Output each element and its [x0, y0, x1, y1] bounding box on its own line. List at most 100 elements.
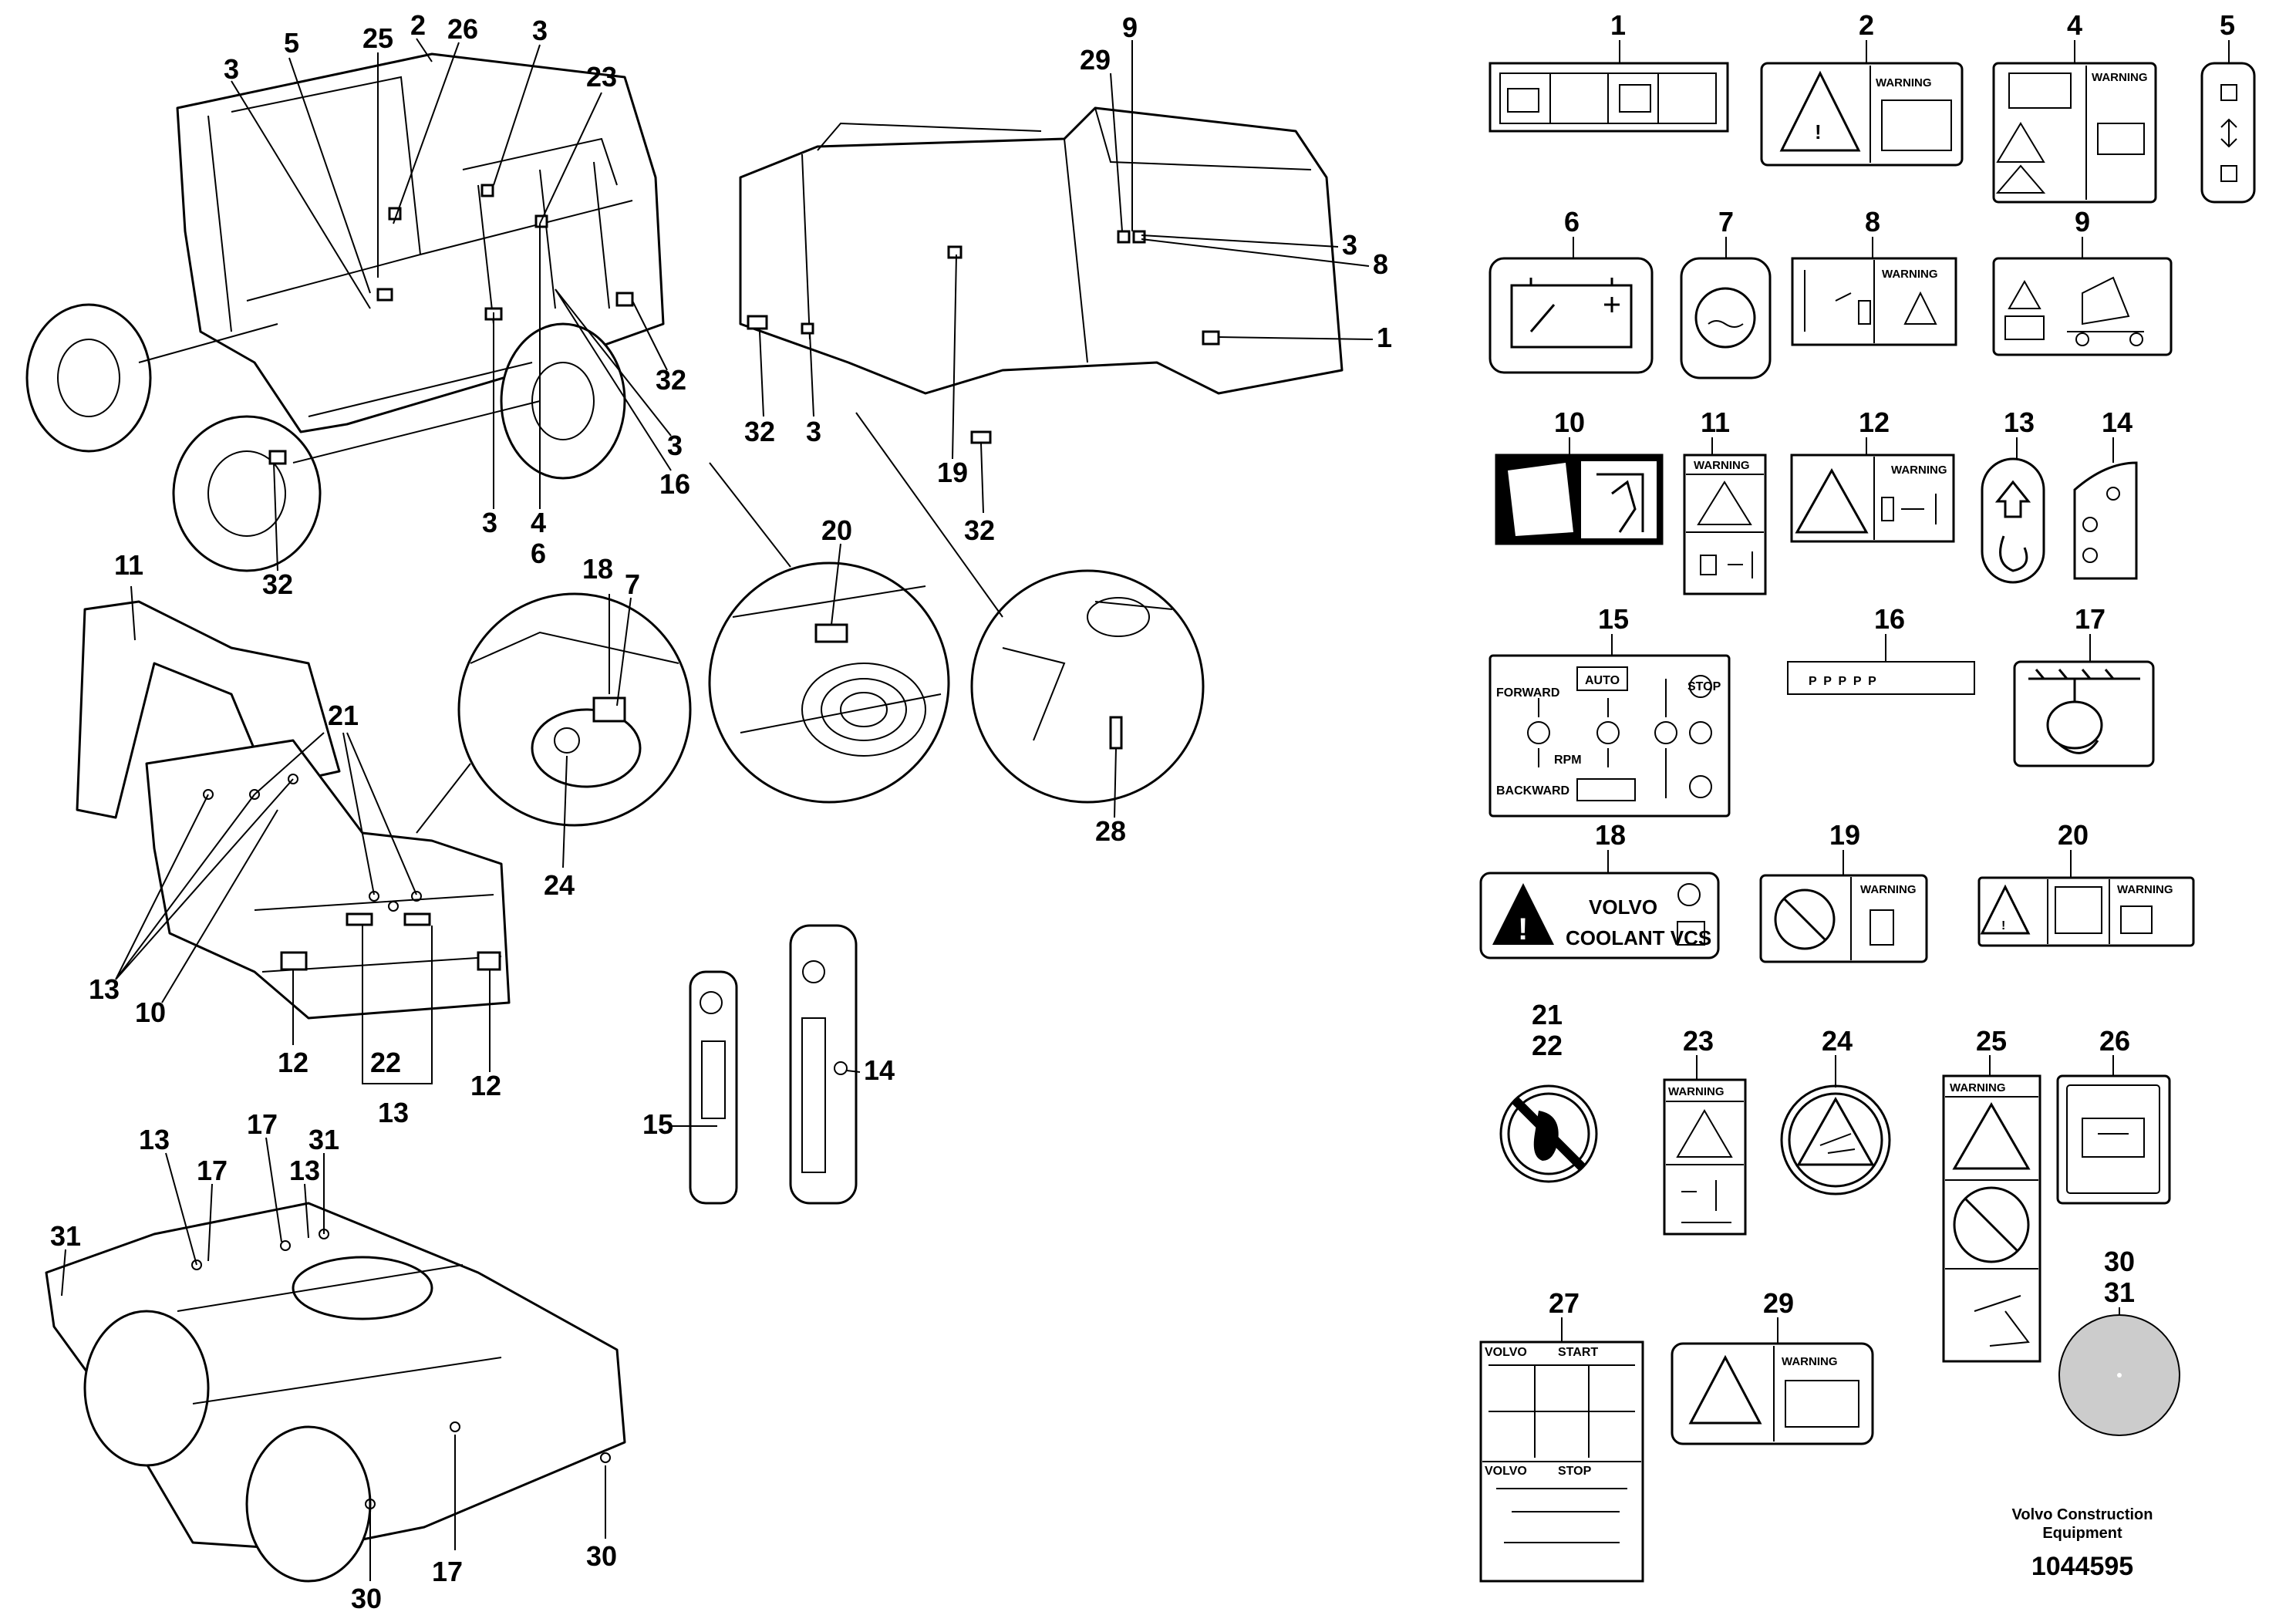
decal-15-backward: BACKWARD	[1496, 784, 1569, 798]
callout-17-a: 17	[197, 1155, 228, 1186]
callout-32-c: 32	[744, 416, 775, 447]
decal-18-line1: VOLVO	[1589, 895, 1657, 919]
decal-4: 4 WARNING	[1992, 9, 2157, 204]
callout-15-joystick: 15	[642, 1108, 673, 1140]
callout-32-b: 32	[262, 568, 293, 600]
decal-23-warning: WARNING	[1668, 1085, 1725, 1098]
callout-31-b: 31	[50, 1220, 81, 1252]
callout-32-d: 32	[964, 514, 995, 546]
decal-16-text: P P P P P	[1809, 675, 1876, 688]
decal-24-number: 24	[1822, 1025, 1853, 1057]
callout-16: 16	[659, 468, 690, 500]
callout-3-e: 3	[1342, 229, 1357, 261]
callouts-engine-side: 29 9 3 8 1 32 3 19 32	[744, 12, 1392, 546]
decal-5: 5	[2200, 9, 2256, 204]
decal-15-rpm: RPM	[1554, 754, 1582, 767]
decal-27-stop: STOP	[1558, 1465, 1592, 1478]
decal-11-warning: WARNING	[1694, 459, 1750, 472]
callout-14-joystick: 14	[864, 1054, 895, 1086]
footer-block: Volvo Construction Equipment 1044595	[2012, 1506, 2153, 1581]
decal-22-number: 22	[1532, 1030, 1563, 1061]
detail-circle-fan: 20	[708, 462, 950, 804]
callout-13-c: 13	[139, 1124, 170, 1155]
callout-31-a: 31	[308, 1124, 339, 1155]
decal-12: 12 WARNING	[1790, 406, 1955, 543]
decal-23: 23 WARNING	[1663, 1025, 1747, 1236]
decal-11: 11 WARNING	[1683, 406, 1767, 595]
decal-25-number: 25	[1976, 1025, 2007, 1057]
callout-32-a: 32	[656, 364, 686, 396]
svg-text:!: !	[1518, 912, 1528, 946]
decal-8: 8 WARNING	[1791, 206, 1957, 346]
callout-23: 23	[586, 61, 617, 93]
decal-16-number: 16	[1874, 603, 1905, 635]
decal-11-number: 11	[1701, 406, 1730, 438]
callout-20-circle: 20	[821, 514, 852, 546]
decal-1-number: 1	[1610, 9, 1626, 41]
callout-25: 25	[362, 22, 393, 54]
decal-12-warning: WARNING	[1891, 464, 1947, 477]
svg-text:!: !	[2001, 919, 2005, 932]
callout-13-b: 13	[378, 1097, 409, 1128]
decal-27: 27 VOLVO START VOLVO STOP	[1479, 1287, 1644, 1583]
decal-9: 9	[1992, 206, 2173, 356]
callout-3-d: 3	[667, 430, 683, 461]
decal-17-number: 17	[2075, 603, 2106, 635]
callout-13-a: 13	[89, 973, 120, 1005]
decal-1: 1	[1489, 9, 1729, 133]
callout-22: 22	[370, 1047, 401, 1078]
callout-19: 19	[937, 457, 968, 488]
decal-18: 18 ! VOLVO COOLANT VCS	[1479, 819, 1720, 959]
decal-5-number: 5	[2220, 9, 2235, 41]
callout-1: 1	[1377, 322, 1392, 353]
callout-30-b: 30	[586, 1540, 617, 1572]
decal-15: 15 FORWARD AUTO RPM BACKWARD STOP	[1489, 603, 1731, 818]
callout-5: 5	[284, 27, 299, 59]
machine-view-cab-side	[25, 52, 665, 572]
decal-23-number: 23	[1683, 1025, 1714, 1057]
joystick-panels: 14 15	[642, 924, 895, 1205]
footer-company-line1: Volvo Construction	[2012, 1506, 2153, 1523]
decal-18-line2: COOLANT VCS	[1566, 926, 1711, 949]
decal-27-number: 27	[1549, 1287, 1580, 1319]
decal-4-warning: WARNING	[2092, 71, 2148, 84]
decal-15-number: 15	[1598, 603, 1629, 635]
callout-9: 9	[1122, 12, 1138, 43]
callout-17-b: 17	[247, 1108, 278, 1140]
decal-19-warning: WARNING	[1860, 883, 1917, 896]
callout-3-a: 3	[224, 53, 239, 85]
decal-16: 16 P P P P P	[1787, 603, 1975, 695]
drawing-number: 1044595	[2031, 1552, 2133, 1581]
callout-11-machine: 11	[114, 549, 143, 581]
callout-29: 29	[1080, 44, 1111, 76]
decal-27-start: START	[1558, 1346, 1598, 1359]
callout-3-f: 3	[806, 416, 821, 447]
decal-30-number: 30	[2104, 1246, 2135, 1277]
decal-20-warning: WARNING	[2117, 883, 2173, 896]
callout-21: 21	[328, 700, 359, 731]
callout-17-c: 17	[432, 1556, 463, 1587]
decal-20: 20 ! WARNING	[1977, 819, 2195, 947]
callout-26: 26	[447, 13, 478, 45]
callout-13-d: 13	[289, 1155, 320, 1186]
decal-29-warning: WARNING	[1782, 1355, 1838, 1368]
decal-7: 7	[1680, 206, 1772, 379]
decal-21-number: 21	[1532, 999, 1563, 1030]
callouts-cab-side: 3 5 25 2 26 3 23 32 32 3 4 6 3 16	[224, 9, 690, 600]
callout-8: 8	[1373, 248, 1388, 280]
machine-view-engine-side	[739, 106, 1344, 444]
svg-text:!: !	[1815, 120, 1822, 143]
callout-30-a: 30	[351, 1583, 382, 1614]
decal-31-number: 31	[2104, 1276, 2135, 1308]
decal-29: 29 WARNING	[1671, 1287, 1874, 1445]
decal-10-number: 10	[1554, 406, 1585, 438]
decal-19: 19 WARNING	[1759, 819, 1928, 963]
decal-6-number: 6	[1564, 206, 1580, 238]
callout-6: 6	[531, 538, 546, 569]
callout-10: 10	[135, 996, 166, 1028]
callout-2: 2	[410, 9, 426, 41]
decal-13: 13	[1981, 406, 2045, 584]
callout-3-b: 3	[532, 15, 548, 46]
decal-10: 10	[1495, 406, 1664, 545]
callout-24: 24	[544, 869, 575, 901]
